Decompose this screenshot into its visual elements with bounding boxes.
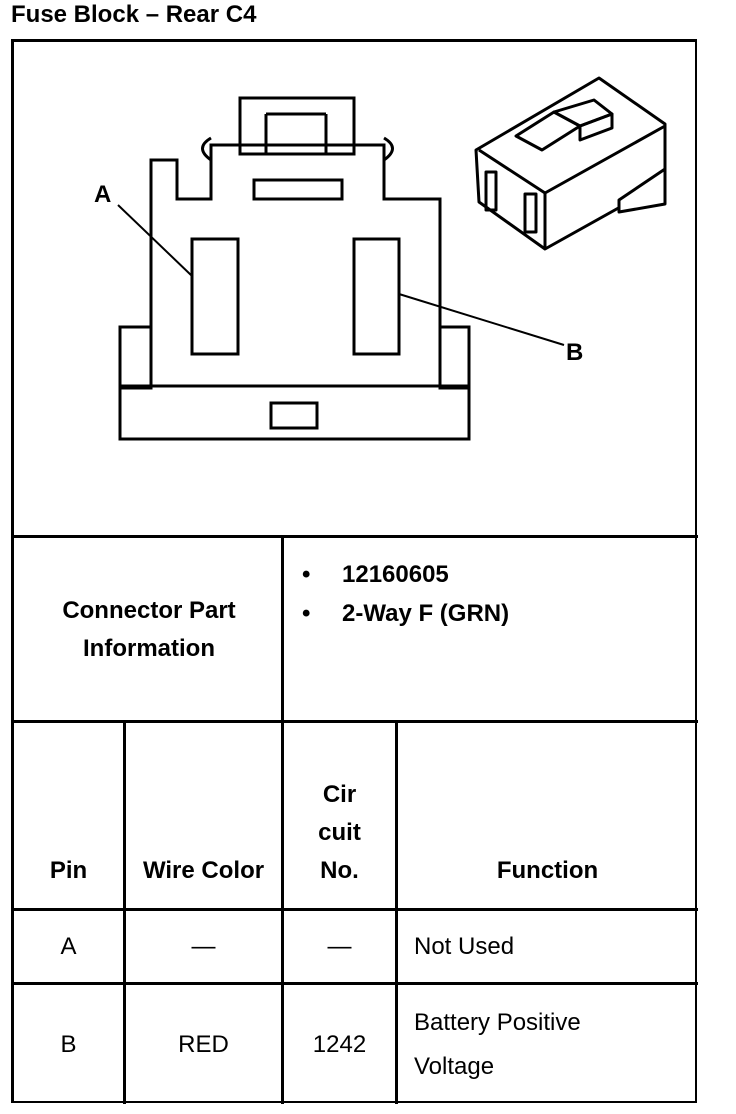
divider [123,720,126,1104]
column-header-pin: Pin [49,857,88,884]
latch-outer [238,96,356,156]
function-cell: Not Used [414,932,515,960]
connector-right-ear [438,325,471,390]
part-number: 12160605 [342,561,449,588]
divider [14,720,698,723]
callout-b-leader [398,293,565,346]
column-header-wire-color: Wire Color [142,857,265,884]
divider [395,720,398,1104]
divider [14,908,698,911]
wire-color-cell: — [191,932,216,960]
cavity-b [352,237,401,356]
connector-body-outline [149,143,442,332]
cavity-a [190,237,240,356]
circuit-no-cell: — [327,932,352,960]
column-header-function: Function [496,857,599,884]
connector-base [118,384,471,441]
connector-part-list: •12160605 •2-Way F (GRN) [302,555,509,633]
callout-a-leader [117,204,193,277]
connector-3d-view [474,76,667,251]
connector-diagram: A B [94,76,667,441]
connector-info-label: Connector Part Information [62,596,236,662]
list-item: •2-Way F (GRN) [302,600,510,627]
callout-a-label: A [94,181,111,208]
pin-cell: B [60,1030,77,1058]
latch-bar [252,178,344,201]
column-header-circuit-no: Cir cuit No. [318,781,361,884]
connector-left-ear [118,325,153,390]
divider [14,982,698,985]
connector-description: 2-Way F (GRN) [342,600,510,627]
latch-right-lobe [383,136,394,162]
function-cell: Battery Positive Voltage [414,1008,581,1080]
latch-left-lobe [201,136,212,162]
connector-card: A B Connector Part Information •12160605… [11,39,698,1104]
list-item: •12160605 [302,561,449,588]
wire-color-cell: RED [178,1030,229,1058]
circuit-no-cell: 1242 [312,1030,367,1058]
connector-base-slot [269,401,319,430]
latch-inner [264,112,328,154]
divider [281,720,284,1104]
divider [281,535,284,721]
page-title: Fuse Block – Rear C4 [11,1,257,28]
divider [14,535,698,538]
pin-cell: A [60,932,77,960]
callout-b-label: B [566,339,583,366]
